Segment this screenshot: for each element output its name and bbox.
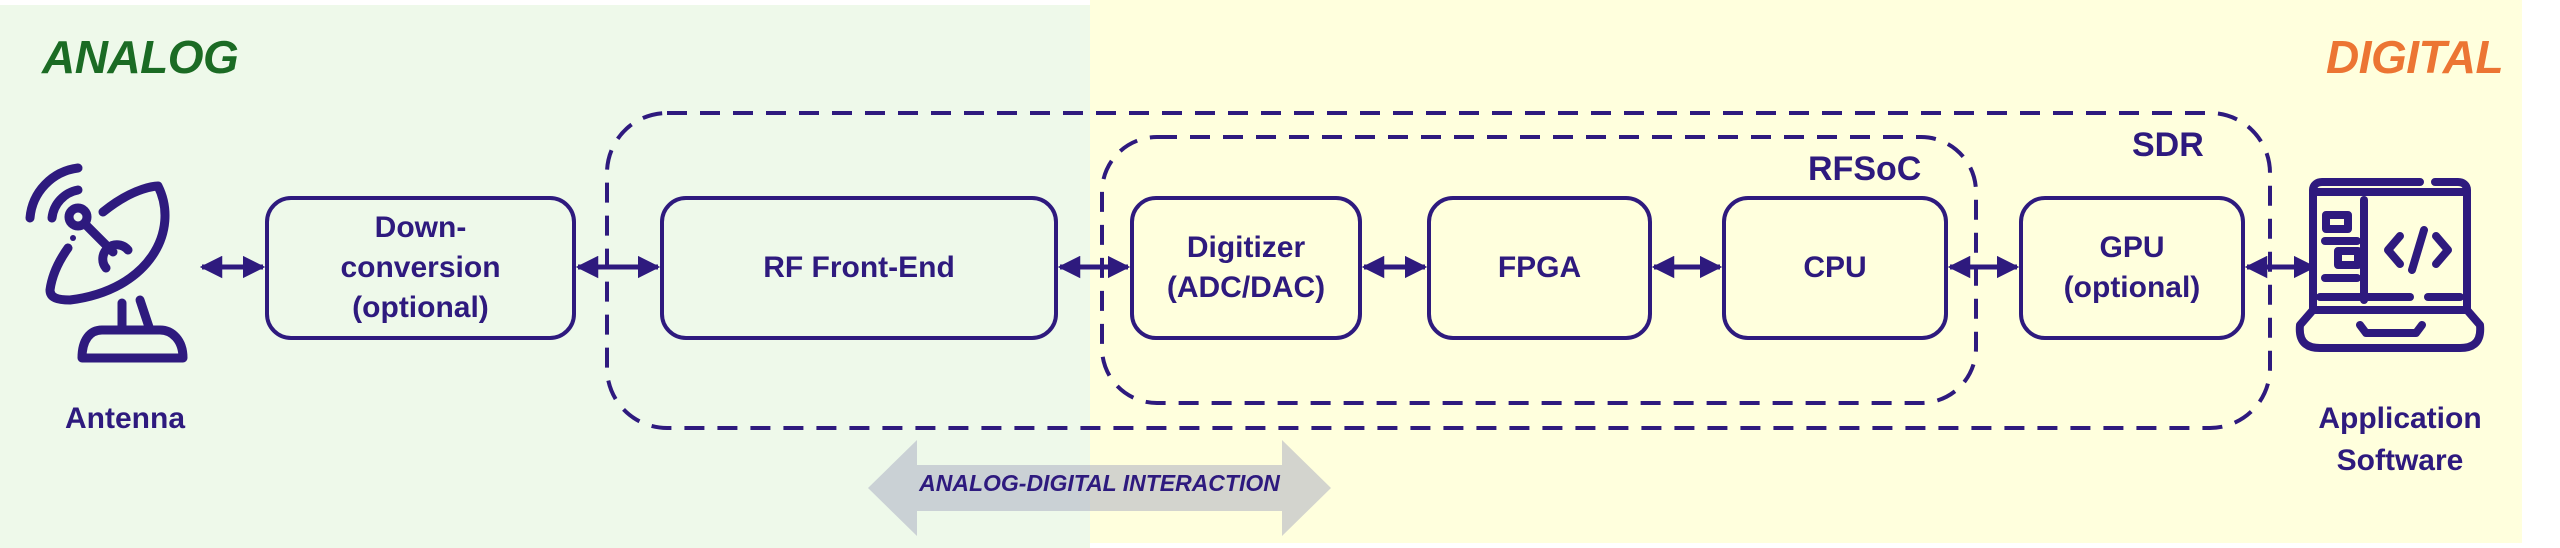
digital-zone-title: DIGITAL [2326,31,2504,83]
sdr-group-label: SDR [2132,126,2204,164]
analog-digital-interaction-label: ANALOG-DIGITAL INTERACTION [919,470,1280,496]
analog-zone-title: ANALOG [42,31,239,83]
block-fpga[interactable]: FPGA [1427,196,1652,340]
satellite-dish-icon [25,163,188,363]
block-rf-front-end[interactable]: RF Front-End [660,196,1058,340]
block-gpu[interactable]: GPU (optional) [2019,196,2245,340]
laptop-code-icon [2295,178,2485,352]
analog-digital-interaction-arrow [868,440,1331,536]
application-software-label: Application Software [2318,402,2482,477]
block-downconversion[interactable]: Down- conversion (optional) [265,196,576,340]
rfsoc-group-label: RFSoC [1808,150,1922,188]
antenna-label: Antenna [65,402,185,435]
interaction-arrow-shape [868,440,1331,536]
block-digitizer[interactable]: Digitizer (ADC/DAC) [1130,196,1362,340]
analog-zone [0,5,1090,548]
block-cpu[interactable]: CPU [1722,196,1948,340]
